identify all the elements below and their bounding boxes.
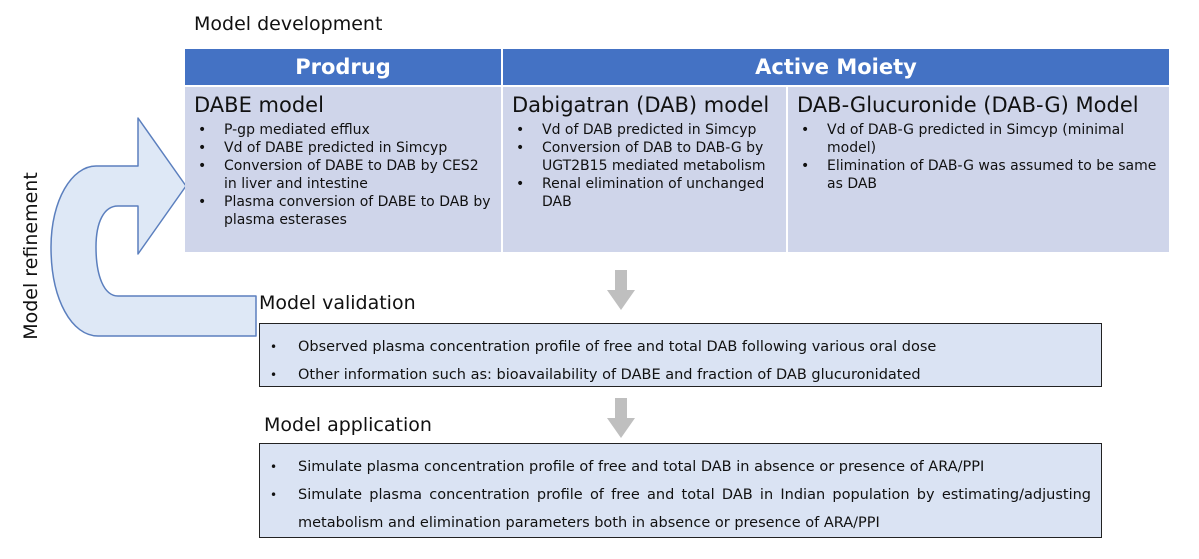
model-validation-title: Model validation (259, 292, 416, 314)
prodrug-header: Prodrug (185, 49, 501, 85)
application-bullets: Simulate plasma concentration profile of… (270, 453, 1091, 537)
list-item: Plasma conversion of DABE to DAB by plas… (194, 193, 495, 229)
list-item: Observed plasma concentration profile of… (270, 333, 1091, 361)
dab-g-model-panel: DAB-Glucuronide (DAB-G) Model Vd of DAB-… (788, 87, 1169, 252)
dabe-model-title: DABE model (194, 93, 324, 117)
dab-g-model-title: DAB-Glucuronide (DAB-G) Model (797, 93, 1139, 117)
dabe-model-panel: DABE model P-gp mediated efflux Vd of DA… (185, 87, 501, 252)
down-arrow-validation (607, 270, 635, 310)
list-item: Other information such as: bioavailabili… (270, 361, 1091, 389)
list-item: P-gp mediated efflux (194, 121, 495, 139)
dab-model-bullets: Vd of DAB predicted in Simcyp Conversion… (512, 121, 780, 211)
list-item: Simulate plasma concentration profile of… (270, 453, 1091, 481)
dab-g-model-bullets: Vd of DAB-G predicted in Simcyp (minimal… (797, 121, 1163, 193)
list-item: Renal elimination of unchanged DAB (512, 175, 780, 211)
list-item: Conversion of DAB to DAB-G by UGT2B15 me… (512, 139, 780, 175)
model-application-box: Simulate plasma concentration profile of… (259, 443, 1102, 538)
model-development-title: Model development (194, 13, 383, 35)
list-item: Vd of DAB-G predicted in Simcyp (minimal… (797, 121, 1163, 157)
list-item: Elimination of DAB-G was assumed to be s… (797, 157, 1163, 193)
list-item: Simulate plasma concentration profile of… (270, 481, 1091, 537)
validation-bullets: Observed plasma concentration profile of… (270, 333, 1091, 389)
dab-model-panel: Dabigatran (DAB) model Vd of DAB predict… (503, 87, 786, 252)
model-refinement-label: Model refinement (20, 172, 42, 340)
list-item: Vd of DABE predicted in Simcyp (194, 139, 495, 157)
refinement-curved-arrow (50, 117, 257, 337)
down-arrow-application (607, 398, 635, 438)
dab-model-title: Dabigatran (DAB) model (512, 93, 770, 117)
dabe-model-bullets: P-gp mediated efflux Vd of DABE predicte… (194, 121, 495, 229)
list-item: Conversion of DABE to DAB by CES2 in liv… (194, 157, 495, 193)
model-application-title: Model application (264, 414, 432, 436)
model-validation-box: Observed plasma concentration profile of… (259, 323, 1102, 389)
active-moiety-header: Active Moiety (503, 49, 1169, 85)
list-item: Vd of DAB predicted in Simcyp (512, 121, 780, 139)
